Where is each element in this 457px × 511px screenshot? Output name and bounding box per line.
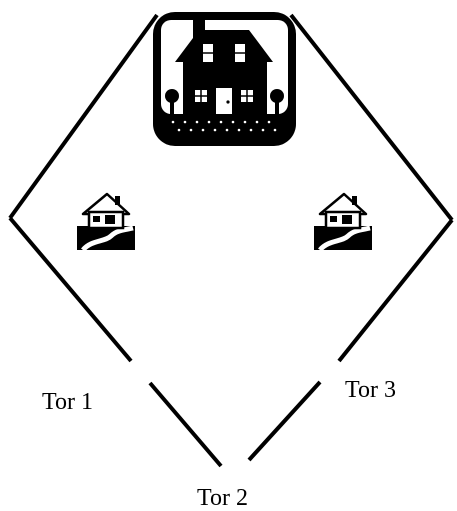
small-house-icon-left bbox=[77, 192, 135, 252]
gate-label-2: Tor 2 bbox=[197, 485, 248, 511]
path-gate2-to-gate3 bbox=[247, 380, 322, 462]
gate-label-1: Tor 1 bbox=[42, 389, 93, 415]
path-gate1-to-gate2 bbox=[148, 381, 223, 468]
path-left-lower bbox=[8, 216, 133, 363]
path-top-right bbox=[289, 13, 454, 222]
path-top-left bbox=[8, 13, 159, 220]
path-right-lower bbox=[337, 218, 454, 363]
small-house-icon-right bbox=[314, 192, 372, 252]
gate-label-3: Tor 3 bbox=[345, 377, 396, 403]
large-house-icon bbox=[153, 12, 296, 146]
